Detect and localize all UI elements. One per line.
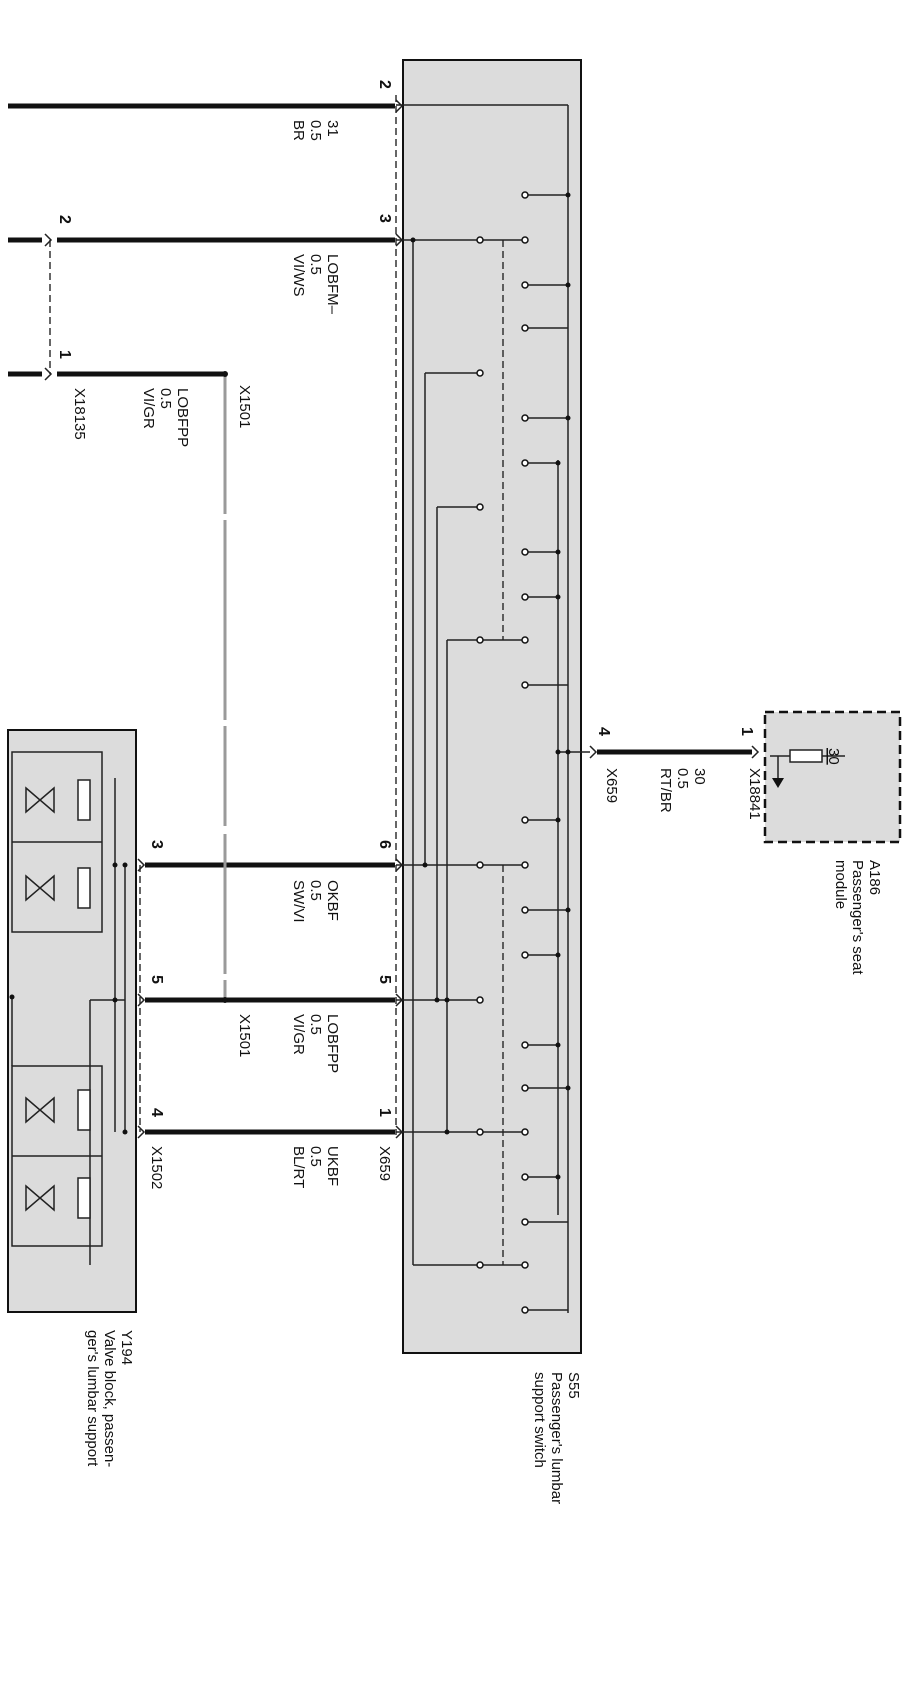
y194-name-line1: Valve block, passen- <box>101 1330 118 1467</box>
a186-seat-module-box <box>763 710 902 844</box>
s55-id: S55 <box>565 1372 582 1399</box>
wire-lobfm-signal: LOBFM– <box>324 254 341 315</box>
s55-name-line1: Passenger's lumbar <box>548 1372 565 1504</box>
wire-30-signal: 30 <box>691 768 708 785</box>
y194-solenoid-valves <box>9 751 128 1265</box>
y194-id: Y194 <box>118 1330 135 1365</box>
wire-lobfpp-top-signal: LOBFPP <box>174 388 191 447</box>
wire-ukbf-signal: UKBF <box>324 1146 341 1186</box>
connector-x1502: X1502 <box>148 1146 165 1189</box>
wire-lobfpp-color: VI/GR <box>290 1014 307 1055</box>
wire-lobfpp-top-size: 0.5 <box>157 388 174 409</box>
a186-id: A186 <box>866 860 883 895</box>
wire-okbf-size: 0.5 <box>307 880 324 901</box>
connector-x18135: X18135 <box>71 388 88 440</box>
pin-s55-2: 2 <box>376 80 393 89</box>
wire-ukbf-color: BL/RT <box>290 1146 307 1188</box>
a186-internal-resistor <box>770 749 845 788</box>
wire-30-size: 0.5 <box>674 768 691 789</box>
pin-x1502-5: 5 <box>148 975 165 984</box>
wire-lobfpp-signal: LOBFPP <box>324 1014 341 1073</box>
wire-lobfm-size: 0.5 <box>307 254 324 275</box>
s55-internal-contacts <box>395 95 590 1314</box>
wire-31-signal: 31 <box>324 120 341 137</box>
pin-s55-5: 5 <box>376 975 393 984</box>
connector-x1501-bottom: X1501 <box>236 1014 253 1057</box>
connector-x1501-top: X1501 <box>236 385 253 428</box>
pin-s55-4: 4 <box>595 727 612 736</box>
pin-x18841-1: 1 <box>738 727 755 736</box>
y194-name-line2: ger's lumbar support <box>84 1330 101 1467</box>
wire-lobfpp-top-color: VI/GR <box>140 388 157 429</box>
pin-s55-3: 3 <box>376 214 393 223</box>
wire-30-color: RT/BR <box>657 768 674 813</box>
a186-name-line1: Passenger's seat <box>849 860 866 975</box>
wire-okbf-color: SW/VI <box>290 880 307 923</box>
a186-terminal-30: 30 <box>825 748 842 765</box>
wire-lobfpp-size: 0.5 <box>307 1014 324 1035</box>
pin-s55-1: 1 <box>376 1108 393 1117</box>
connector-x18841: X18841 <box>746 768 763 820</box>
s55-name-line2: support switch <box>531 1372 548 1468</box>
y194-valve-block <box>7 729 137 1313</box>
wire-31-color: BR <box>290 120 307 141</box>
a186-name-line2: module <box>832 860 849 909</box>
wire-31-size: 0.5 <box>307 120 324 141</box>
pin-x18135-1: 1 <box>56 350 73 359</box>
connector-x659-bottom: X659 <box>376 1146 393 1181</box>
pin-x1502-4: 4 <box>148 1108 165 1117</box>
pin-x1502-3: 3 <box>148 840 165 849</box>
connector-symbols <box>44 99 760 1139</box>
s55-switch-box <box>402 59 582 1354</box>
wire-lobfm-color: VI/WS <box>290 254 307 297</box>
wire-bundle <box>8 103 752 1135</box>
pin-x18135-2: 2 <box>56 215 73 224</box>
wire-ukbf-size: 0.5 <box>307 1146 324 1167</box>
pin-s55-6: 6 <box>376 840 393 849</box>
connector-x659-top: X659 <box>603 768 620 803</box>
wire-okbf-signal: OKBF <box>324 880 341 921</box>
